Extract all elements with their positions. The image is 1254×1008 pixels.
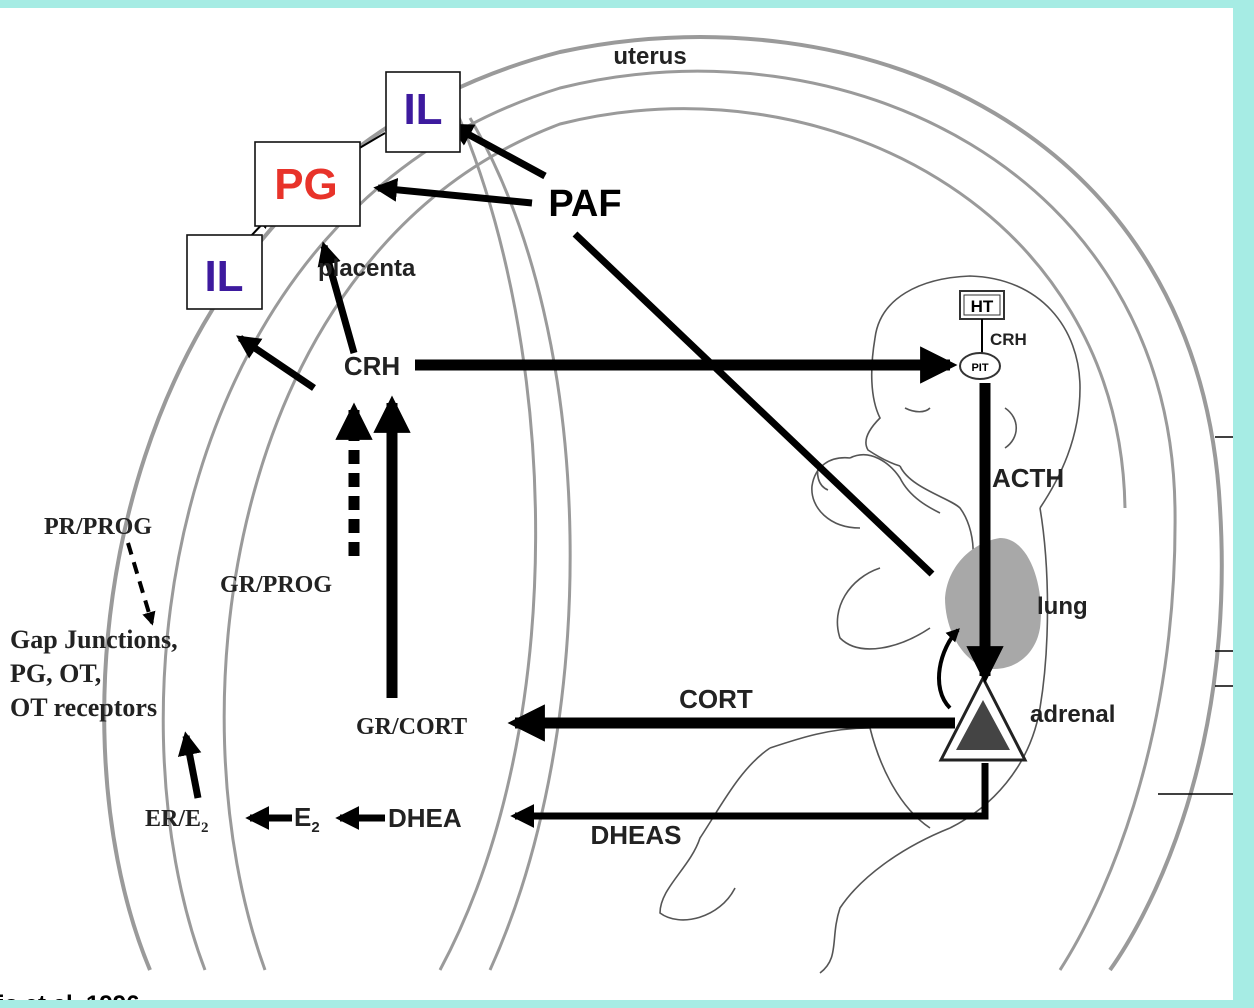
pr-prog-label: PR/PROG bbox=[44, 514, 152, 540]
arrow-dheas bbox=[510, 763, 989, 828]
er-e2-label: ER/E2 bbox=[145, 806, 209, 836]
uterus-outline bbox=[102, 35, 1224, 972]
il-left-box bbox=[186, 234, 263, 310]
margin-ticks bbox=[1158, 436, 1233, 795]
gr-prog-label: GR/PROG bbox=[220, 572, 332, 598]
il-top-box bbox=[385, 71, 461, 153]
arrow-adrenal-to-lung bbox=[936, 628, 960, 710]
gap-junctions-line3: OT receptors bbox=[10, 693, 157, 722]
il-top-label: IL bbox=[403, 85, 442, 134]
cort-label: CORT bbox=[679, 684, 753, 714]
pit-label: PIT bbox=[971, 362, 988, 374]
arrow-crh-to-pg bbox=[317, 241, 358, 354]
dhea-label: DHEA bbox=[388, 803, 462, 833]
pregnancy-hormone-diagram: HT PIT uterus IL PG PAF IL placenta CRH bbox=[0, 35, 1233, 1000]
arrow-paf-to-pg bbox=[373, 178, 533, 207]
gr-cort-label: GR/CORT bbox=[356, 714, 467, 740]
lung-label: lung bbox=[1037, 593, 1088, 620]
hypothalamus-box: HT bbox=[959, 290, 1005, 320]
ht-label: HT bbox=[971, 297, 994, 316]
placenta-label: placenta bbox=[318, 255, 416, 282]
arrow-crh-to-il bbox=[236, 335, 316, 391]
arrow-ere2-to-receptors bbox=[177, 731, 202, 799]
citation-label: is et al. 1996 bbox=[0, 991, 139, 1000]
e2-label: E2 bbox=[294, 802, 320, 836]
pituitary-shape: PIT bbox=[959, 352, 1001, 380]
gap-junctions-line1: Gap Junctions, bbox=[10, 625, 178, 654]
dheas-label: DHEAS bbox=[590, 820, 681, 850]
pg-label: PG bbox=[274, 160, 338, 209]
line-paf-to-lung bbox=[572, 231, 935, 577]
gap-junctions-line2: PG, OT, bbox=[10, 659, 101, 688]
arrow-prprog-to-gap bbox=[126, 542, 156, 626]
arrow-paf-to-il bbox=[448, 122, 547, 180]
acth-label: ACTH bbox=[992, 463, 1064, 493]
crh-label: CRH bbox=[344, 351, 400, 381]
lung-shape bbox=[945, 538, 1041, 669]
placenta-band bbox=[438, 107, 572, 971]
paf-label: PAF bbox=[548, 183, 621, 225]
adrenal-triangle bbox=[938, 674, 1028, 762]
il-left-label: IL bbox=[204, 252, 243, 301]
uterus-label: uterus bbox=[613, 43, 686, 70]
adrenal-label: adrenal bbox=[1030, 701, 1115, 728]
diagram-panel: HT PIT uterus IL PG PAF IL placenta CRH bbox=[0, 8, 1233, 1000]
crh-small-label: CRH bbox=[990, 330, 1027, 349]
pg-box bbox=[254, 141, 361, 227]
